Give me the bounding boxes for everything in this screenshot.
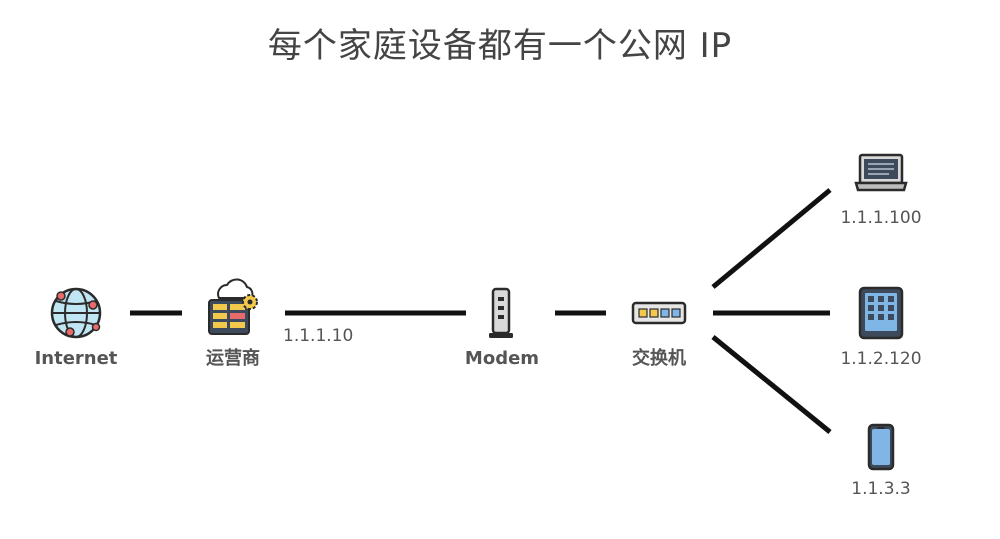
laptop-ip-label: 1.1.1.100 (840, 208, 921, 228)
smartphone-icon (867, 423, 895, 471)
link-switch-laptop (711, 188, 832, 289)
server-cloud-gear-icon (208, 278, 258, 335)
internet-label: Internet (35, 348, 118, 369)
phone-ip-label: 1.1.3.3 (851, 479, 910, 499)
globe-network-icon (50, 287, 102, 339)
modem-label: Modem (465, 348, 539, 369)
modem-icon (489, 287, 513, 338)
laptop-icon (854, 153, 908, 192)
link-switch-phone (711, 335, 832, 434)
isp-label: 运营商 (206, 347, 260, 369)
diagram-title: 每个家庭设备都有一个公网 IP (267, 26, 733, 66)
switch-label: 交换机 (632, 347, 686, 369)
network-switch-icon (631, 301, 687, 325)
tablet-icon (858, 286, 904, 340)
isp-ip-label: 1.1.1.10 (283, 326, 353, 346)
tablet-ip-label: 1.1.2.120 (840, 349, 921, 369)
